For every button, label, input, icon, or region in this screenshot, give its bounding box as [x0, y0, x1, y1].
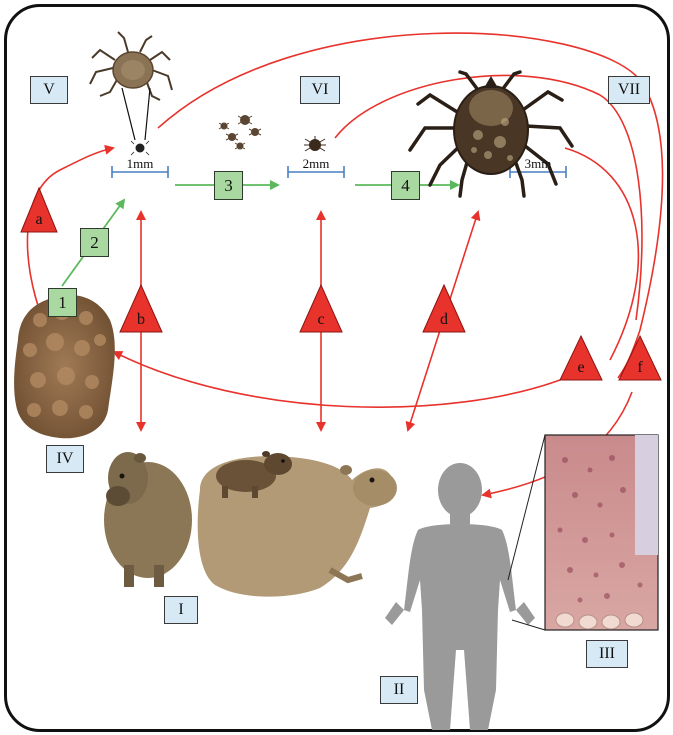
route-label-e: e: [577, 359, 584, 376]
step-box-2: 2: [80, 228, 109, 257]
curve-larva-to-right: [158, 33, 663, 378]
route-label-c: c: [317, 311, 324, 328]
step-box-4: 4: [391, 171, 420, 200]
stage-label-v: V: [30, 76, 68, 104]
stage-label-ii: II: [380, 676, 418, 704]
transmission-curves: [27, 33, 662, 495]
route-markers: [21, 188, 661, 380]
nymph-tick-icon: [219, 115, 326, 151]
stage-label-vi: VI: [300, 76, 340, 104]
development-arrows: [62, 185, 458, 286]
stage-label-i: I: [164, 596, 198, 624]
curve-adult-to-right: [565, 148, 638, 360]
scale-label-larva: 1mm: [120, 156, 160, 172]
curve-e-to-eggs: [114, 352, 560, 407]
rash-foot-icon: [545, 435, 658, 630]
stage-label-iv: IV: [46, 445, 84, 473]
larva-tick-icon: [90, 32, 172, 155]
scale-label-adult: 3mm: [518, 156, 558, 172]
adult-tick-icon: [410, 72, 572, 196]
route-label-d: d: [440, 311, 448, 328]
scale-label-nymph: 2mm: [296, 156, 336, 172]
route-label-f: f: [637, 359, 643, 376]
step-box-3: 3: [214, 171, 243, 200]
step-box-1: 1: [48, 288, 77, 317]
route-label-a: a: [35, 211, 42, 228]
stage-label-iii: III: [586, 640, 628, 668]
route-label-b: b: [137, 311, 145, 328]
stage-label-vii: VII: [608, 76, 650, 104]
